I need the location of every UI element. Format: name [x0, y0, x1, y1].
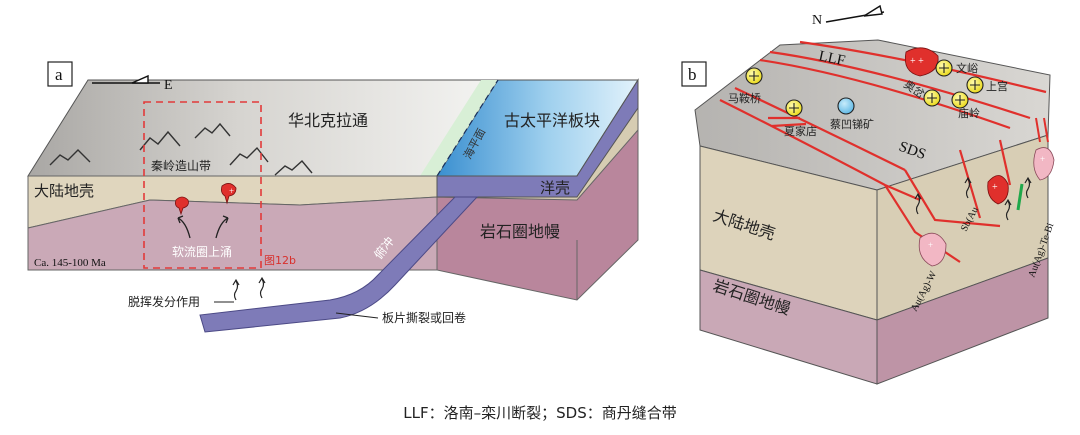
age-label: Ca. 145-100 Ma: [34, 257, 106, 269]
deposit-caipan: 蔡凹锑矿: [830, 118, 874, 131]
compass-icon-b: [826, 6, 884, 22]
svg-text:+: +: [229, 186, 234, 196]
svg-text:+: +: [928, 240, 933, 250]
fluid-arrows: [233, 278, 265, 300]
deposit-shanggong: 上宫: [986, 79, 1008, 93]
panel-a-surface: [28, 80, 498, 176]
panel-b-tag: b: [688, 65, 697, 84]
deposit-maanqiao: 马鞍桥: [728, 91, 761, 105]
orogen-label: 秦岭造山带: [151, 159, 211, 173]
panel-a-tag: a: [55, 65, 63, 84]
figure-ref: 图12b: [264, 254, 296, 267]
ocean-plate-label: 古太平洋板块: [504, 111, 600, 130]
panel-b-north: N: [812, 13, 822, 28]
slab-label: 板片撕裂或回卷: [382, 310, 466, 325]
panel-a-north: E: [164, 78, 173, 93]
crust-label-a: 大陆地壳: [34, 182, 94, 200]
oceanic-crust-label: 洋壳: [540, 179, 570, 197]
svg-text:+: +: [1040, 154, 1045, 164]
antimony-deposit-icon: [838, 98, 854, 114]
panel-b: + + + + +: [682, 6, 1056, 384]
devolatilization-label: 脱挥发分作用: [128, 294, 200, 309]
svg-text:+ +: + +: [910, 56, 924, 67]
svg-text:+: +: [992, 182, 998, 193]
panel-a: + a E 华北克拉通 古太平洋板块 海平面 秦岭造山带: [28, 62, 638, 332]
deposit-xiajiadian: 夏家店: [784, 124, 817, 138]
mantle-label-a: 岩石圈地幔: [480, 222, 560, 241]
deposit-kuanping: 庙岭: [958, 106, 980, 120]
figure-caption: LLF：洛南–栾川断裂；SDS：商丹缝合带: [0, 402, 1080, 423]
craton-label: 华北克拉通: [288, 111, 368, 130]
asthenosphere-label: 软流圈上涌: [172, 245, 232, 259]
deposit-wenyu: 文峪: [956, 61, 978, 75]
